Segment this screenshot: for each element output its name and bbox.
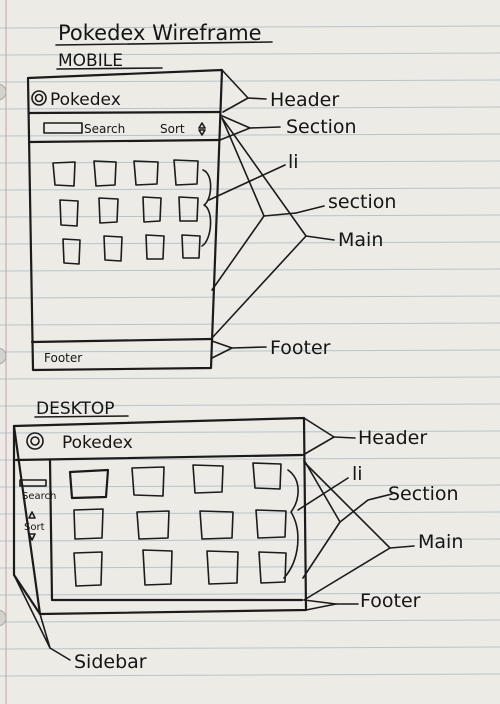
- mobile-label-main: Main: [338, 229, 383, 251]
- list-item: [62, 238, 81, 265]
- list-item: [73, 551, 103, 587]
- header-bracket: [221, 69, 249, 113]
- section-pointer: [339, 493, 393, 523]
- mobile-search-label: Search: [84, 122, 125, 136]
- desktop-header-divider: [14, 453, 304, 462]
- list-item: [178, 196, 199, 222]
- list-item: [192, 464, 224, 494]
- section-fan-lower: [211, 215, 265, 291]
- list-item: [68, 468, 110, 500]
- mobile-logo-icon: [31, 90, 47, 106]
- main-pointer: [305, 235, 335, 241]
- mobile-search-box: [43, 122, 83, 134]
- list-item: [52, 161, 76, 187]
- section-bracket: [302, 459, 341, 579]
- section-pointer: [295, 205, 325, 214]
- mobile-label-section-top: Section: [286, 116, 357, 138]
- mobile-sort-arrows-icon: [198, 122, 206, 136]
- desktop-search-label: Search: [22, 491, 56, 502]
- sidebar-bracket: [13, 574, 51, 649]
- main-pointer: [389, 545, 415, 549]
- mobile-item-grid: [52, 159, 201, 265]
- mobile-heading: MOBILE: [58, 51, 123, 71]
- mobile-label-footer: Footer: [270, 337, 331, 359]
- title-underline: [55, 41, 273, 46]
- li-pointer: [208, 164, 286, 201]
- mobile-header-divider: [27, 110, 222, 115]
- desktop-label-header: Header: [358, 427, 427, 449]
- list-item: [133, 160, 159, 186]
- list-item: [181, 234, 201, 259]
- desktop-label-sidebar: Sidebar: [74, 651, 147, 673]
- desktop-annotations: Header li Section Main Footer Sidebar: [13, 417, 463, 673]
- mobile-footer-divider: [30, 337, 214, 344]
- mobile-annotations: Header Section li section Main Footer: [208, 69, 396, 359]
- desktop-sort-arrows-icon: [28, 511, 36, 541]
- footer-bracket: [211, 340, 233, 359]
- list-item: [103, 235, 123, 262]
- desktop-label-li: li: [352, 463, 363, 485]
- page-title: Pokedex Wireframe: [58, 21, 262, 45]
- mobile-frame: [26, 68, 224, 372]
- header-pointer: [333, 436, 356, 439]
- desktop-sort-label: Sort: [24, 522, 45, 533]
- list-item: [258, 551, 287, 584]
- list-item: [136, 510, 170, 540]
- binder-holes: [0, 83, 7, 627]
- sidebar-pointer: [49, 647, 71, 661]
- list-item: [131, 466, 165, 497]
- desktop-item-grid: [68, 462, 287, 587]
- desktop-search-box: [19, 479, 47, 487]
- footer-pointer: [231, 346, 267, 349]
- desktop-main-border: [48, 458, 304, 602]
- list-item: [199, 510, 234, 540]
- desktop-logo-text: Pokedex: [62, 433, 133, 453]
- mobile-footer-text: Footer: [44, 351, 82, 365]
- header-pointer: [247, 97, 267, 100]
- desktop-label-footer: Footer: [360, 590, 421, 612]
- section-pointer: [249, 126, 281, 129]
- list-item: [59, 199, 79, 227]
- mobile-wireframe: Pokedex Search Sort Footer: [26, 68, 224, 372]
- desktop-label-main: Main: [418, 531, 463, 553]
- list-item: [142, 196, 162, 223]
- desktop-logo-icon: [26, 432, 44, 450]
- footer-bracket: [303, 599, 337, 611]
- mobile-sort-label: Sort: [160, 122, 185, 136]
- mobile-li-brace: [201, 169, 212, 247]
- list-item: [98, 197, 119, 224]
- mobile-heading-underline: [56, 67, 163, 70]
- mobile-label-li: li: [288, 151, 299, 173]
- desktop-label-section: Section: [388, 483, 459, 505]
- mobile-label-header: Header: [270, 89, 339, 111]
- list-item: [252, 462, 282, 490]
- list-item: [206, 550, 239, 585]
- header-bracket: [302, 417, 335, 456]
- desktop-heading-underline: [34, 415, 129, 418]
- desktop-wireframe: Pokedex Search Sort: [12, 416, 308, 616]
- list-item: [145, 234, 165, 260]
- mobile-logo-text: Pokedex: [50, 90, 121, 110]
- list-item: [255, 509, 287, 539]
- list-item: [93, 160, 117, 187]
- desktop-li-brace: [283, 469, 299, 579]
- list-item: [173, 159, 199, 186]
- mobile-label-section: section: [328, 191, 396, 213]
- list-item: [142, 549, 173, 586]
- list-item: [73, 508, 104, 540]
- mobile-section-divider: [27, 138, 221, 144]
- desktop-heading: DESKTOP: [36, 399, 114, 419]
